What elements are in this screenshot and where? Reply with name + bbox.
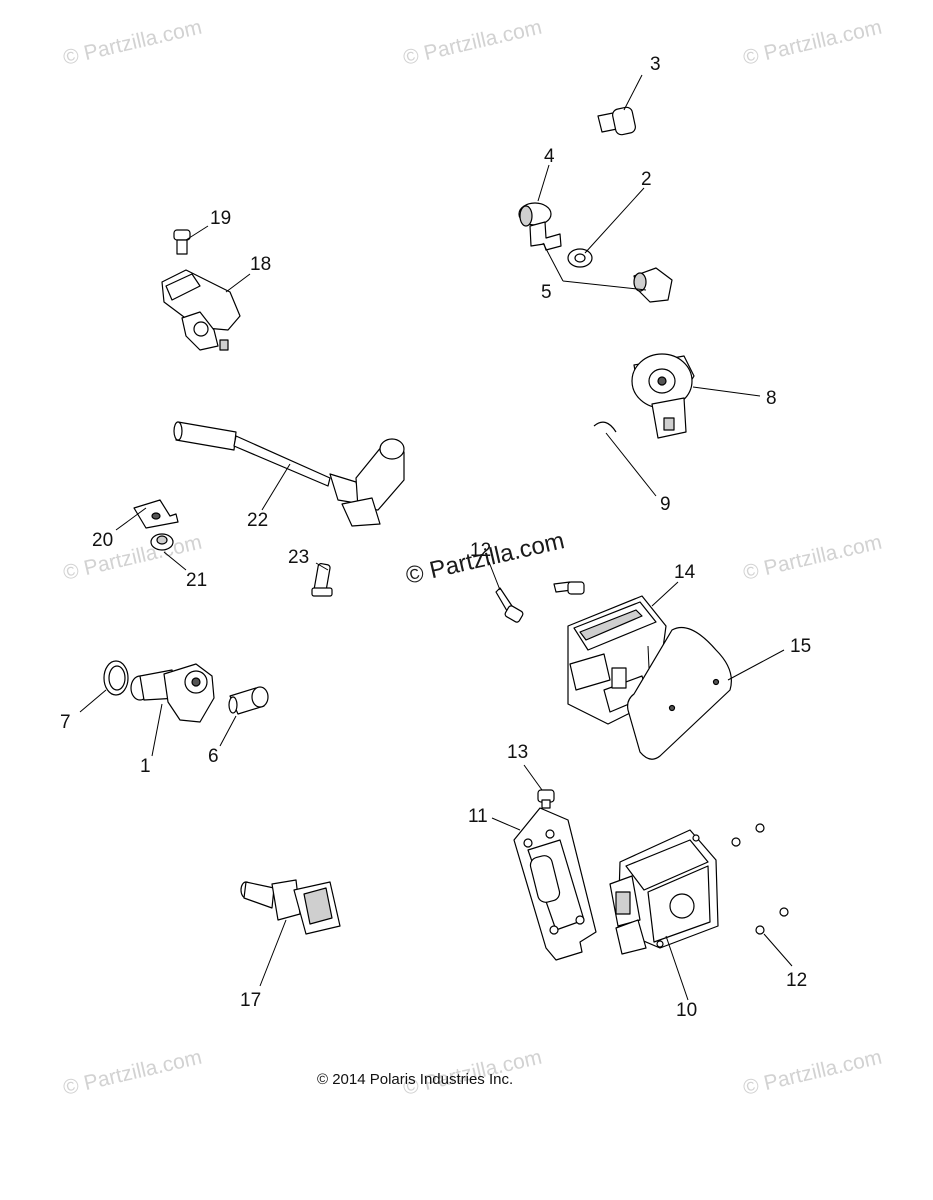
callout-1: 1 [140,756,151,777]
callout-9: 9 [660,494,671,515]
callout-7: 7 [60,712,71,733]
copyright: © 2014 Polaris Industries Inc. [317,1071,513,1088]
callout-17: 17 [240,990,261,1011]
part-3-bolt [597,74,643,136]
callout-4: 4 [544,146,555,167]
part-21-grommet [150,533,187,571]
part-4-cap [518,164,552,227]
watermark: © Partzilla.com [741,531,884,585]
part-5-clip-sensor [529,187,673,303]
callout-19: 19 [210,208,231,229]
callout-11: 11 [468,806,488,827]
part-15-gasket [627,626,785,760]
watermark: © Partzilla.com [61,531,204,585]
callout-18: 18 [250,254,271,275]
watermark: © Partzilla.com [741,1046,884,1100]
watermark: © Partzilla.com [61,16,204,70]
callout-22: 22 [247,510,268,531]
part-20-clamp [115,499,179,531]
callouts: 3 4 2 5 8 9 19 18 22 20 21 23 12 14 15 7… [60,54,811,1021]
callout-6: 6 [208,746,219,767]
part-11-bracket [491,807,597,961]
callout-10: 10 [676,1000,697,1021]
part-18-map-sensor [161,269,251,351]
part-12-screws-upper [488,561,585,623]
watermark: © Partzilla.com [741,16,884,70]
callout-15: 15 [790,636,811,657]
callout-20: 20 [92,530,113,551]
part-8-knock-sensor [593,353,761,497]
part-7-o-ring [79,660,129,713]
callout-14: 14 [674,562,696,583]
part-17-temp-sensor [240,879,341,987]
callout-12-upper: 12 [470,540,491,561]
callout-12-lower: 12 [786,970,807,991]
callout-23: 23 [288,547,309,568]
part-10-ecu [609,829,719,1001]
callout-8: 8 [766,388,777,409]
callout-21: 21 [186,570,207,591]
part-13-bolt [523,764,555,809]
part-12-screws-lower [731,823,793,967]
watermark: © Partzilla.com [401,16,544,70]
watermark: © Partzilla.com [61,1046,204,1100]
part-1-cam-sensor [130,663,215,757]
callout-13: 13 [507,742,528,763]
callout-5: 5 [541,282,552,303]
part-22-speed-sensor [173,421,405,527]
callout-2: 2 [641,169,652,190]
part-19-bolt [173,225,209,255]
part-6-bolt [219,686,269,747]
callout-3: 3 [650,54,661,75]
part-23-bolt [311,562,333,597]
